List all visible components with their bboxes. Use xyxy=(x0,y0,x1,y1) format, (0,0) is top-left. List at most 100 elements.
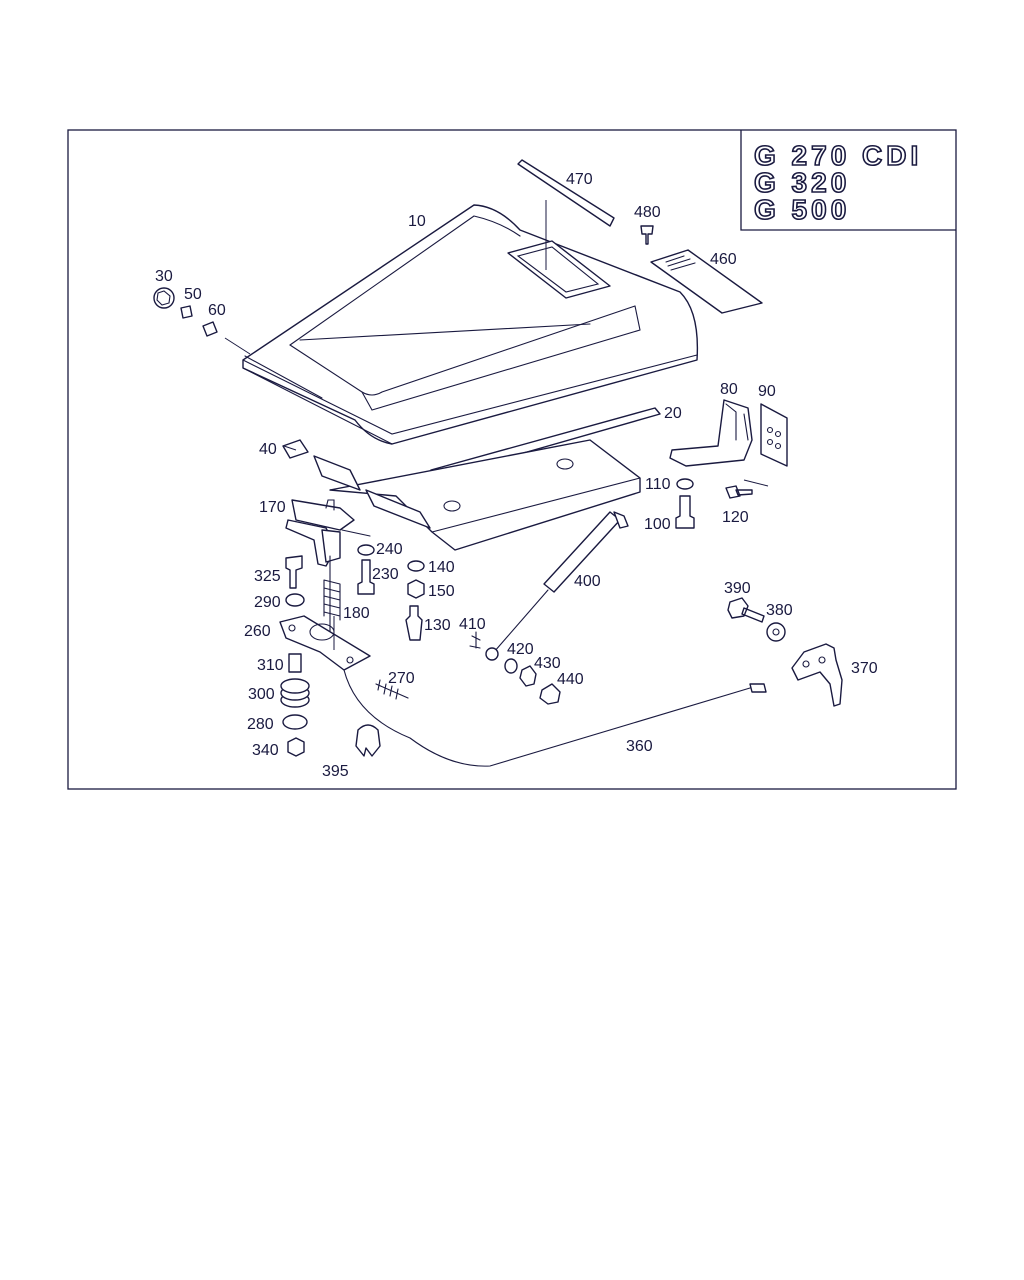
part-420-washer xyxy=(504,658,518,674)
callout-460: 460 xyxy=(710,251,737,268)
part-60-nut xyxy=(202,321,218,337)
callout-60: 60 xyxy=(208,302,226,319)
part-260-hole-2 xyxy=(288,624,296,632)
callout-400: 400 xyxy=(574,573,601,590)
model-line-1: G 270 CDI xyxy=(754,140,922,171)
callout-390: 390 xyxy=(724,580,751,597)
part-440-bush xyxy=(539,683,561,705)
part-inner-panel-edge xyxy=(431,477,641,533)
part-230-bolt xyxy=(357,559,375,595)
callout-50: 50 xyxy=(184,286,202,303)
callout-410: 410 xyxy=(459,616,486,633)
part-290-washer xyxy=(285,593,305,607)
model-line-3: G 500 xyxy=(754,194,850,225)
part-370-hole-2 xyxy=(818,656,826,664)
part-90-plate xyxy=(760,403,788,467)
callout-130: 130 xyxy=(424,617,451,634)
callout-150: 150 xyxy=(428,583,455,600)
callout-395: 395 xyxy=(322,763,349,780)
part-280-washer xyxy=(282,714,308,730)
callout-100: 100 xyxy=(644,516,671,533)
part-395-clamp xyxy=(355,724,381,757)
callout-360: 360 xyxy=(626,738,653,755)
part-270-spring xyxy=(375,679,409,700)
callout-140: 140 xyxy=(428,559,455,576)
part-360-cable xyxy=(343,669,751,767)
part-400-end xyxy=(613,511,629,529)
callout-240: 240 xyxy=(376,541,403,558)
part-400-rod xyxy=(493,589,549,653)
callout-170: 170 xyxy=(259,499,286,516)
callout-300: 300 xyxy=(248,686,275,703)
callout-20: 20 xyxy=(664,405,682,422)
callout-420: 420 xyxy=(507,641,534,658)
callout-40: 40 xyxy=(259,441,277,458)
part-90-hole-2 xyxy=(774,430,782,438)
part-40-seal xyxy=(282,439,431,529)
part-340-nut xyxy=(287,737,305,757)
part-370-hole xyxy=(802,660,810,668)
part-300-buffer xyxy=(280,678,310,708)
part-80-hinge xyxy=(669,399,753,467)
part-30-bracket xyxy=(153,287,175,309)
part-360-cable-end xyxy=(749,683,767,693)
part-410-clip xyxy=(469,631,481,649)
callout-260: 260 xyxy=(244,623,271,640)
callout-290: 290 xyxy=(254,594,281,611)
part-100-bolt xyxy=(675,495,695,529)
part-inner-panel xyxy=(329,439,641,551)
part-410-ball xyxy=(485,647,499,661)
part-120-screw xyxy=(725,485,753,499)
part-480-clip xyxy=(640,225,654,245)
callouts: 10 470 480 460 30 50 60 80 90 20 40 110 … xyxy=(155,171,878,780)
model-box: G 270 CDI G 320 G 500 xyxy=(740,130,956,231)
part-370-handle xyxy=(791,643,843,707)
part-150-nut xyxy=(407,579,425,599)
part-460-insert xyxy=(650,249,763,314)
part-310-sleeve xyxy=(288,653,302,673)
callout-230: 230 xyxy=(372,566,399,583)
part-90-hole-3 xyxy=(766,438,774,446)
part-325-bolt xyxy=(285,555,303,589)
callout-280: 280 xyxy=(247,716,274,733)
callout-120: 120 xyxy=(722,509,749,526)
callout-270: 270 xyxy=(388,670,415,687)
part-50-nut xyxy=(180,305,193,319)
part-130-bumper xyxy=(405,605,423,641)
callout-470: 470 xyxy=(566,171,593,188)
callout-90: 90 xyxy=(758,383,776,400)
part-380-washer xyxy=(766,622,786,642)
part-390-bolt xyxy=(727,597,765,623)
part-110-washer xyxy=(676,478,694,490)
leader-lines xyxy=(224,200,769,650)
part-80-hinge-knuckle xyxy=(725,403,749,441)
callout-380: 380 xyxy=(766,602,793,619)
part-240-washer xyxy=(357,544,375,556)
model-line-2: G 320 xyxy=(754,167,850,198)
part-170-latch xyxy=(285,499,371,567)
callout-370: 370 xyxy=(851,660,878,677)
callout-180: 180 xyxy=(343,605,370,622)
part-140-washer xyxy=(407,560,425,572)
part-inner-panel-hole-2 xyxy=(443,500,461,512)
part-460-grille xyxy=(665,255,696,271)
part-90-hole-4 xyxy=(774,442,782,450)
callout-10: 10 xyxy=(408,213,426,230)
callout-80: 80 xyxy=(720,381,738,398)
part-180-spring xyxy=(323,579,341,621)
callout-480: 480 xyxy=(634,204,661,221)
part-470-strip xyxy=(517,159,615,227)
callout-110: 110 xyxy=(645,476,671,493)
callout-440: 440 xyxy=(557,671,584,688)
callout-310: 310 xyxy=(257,657,284,674)
callout-325: 325 xyxy=(254,568,281,585)
part-10-hood xyxy=(242,204,699,445)
callout-30: 30 xyxy=(155,268,173,285)
diagram-frame xyxy=(67,129,957,790)
part-90-hole-1 xyxy=(766,426,774,434)
callout-340: 340 xyxy=(252,742,279,759)
part-380-washer-hole xyxy=(772,628,780,636)
part-inner-panel-hole-1 xyxy=(556,458,574,470)
callout-430: 430 xyxy=(534,655,561,672)
